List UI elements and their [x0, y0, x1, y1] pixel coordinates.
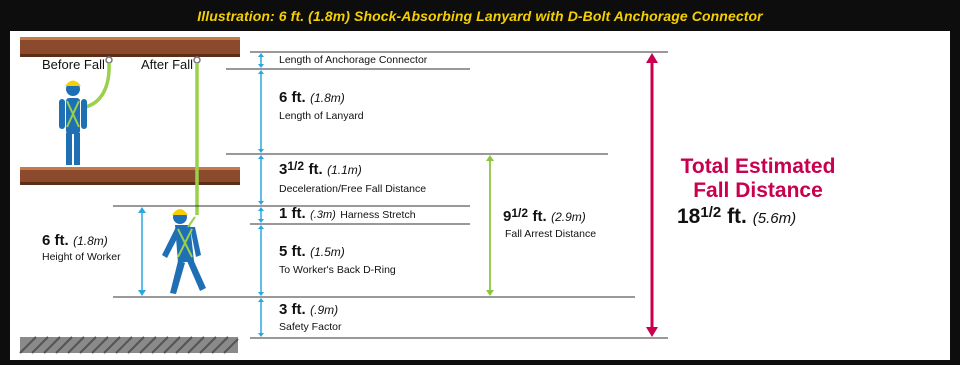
total-title-line2: Fall Distance: [693, 179, 823, 202]
ground-hatch: [19, 336, 239, 354]
fall-arrest-whole: 9: [503, 208, 512, 225]
fall-diagram-graphics: [19, 37, 668, 354]
total-value: 181/2 ft. (5.6m): [677, 204, 797, 229]
diagram-title: Illustration: 6 ft. (1.8m) Shock-Absorbi…: [197, 8, 763, 24]
fall-arrest-arrow: [486, 155, 494, 296]
before-fall-label: Before Fall: [42, 57, 105, 72]
deceleration-unit: ft.: [308, 161, 323, 178]
total-unit: ft.: [727, 205, 747, 228]
deceleration-value: 31/2 ft. (1.1m): [279, 159, 362, 179]
lanyard-metric: (1.8m): [310, 91, 345, 105]
deceleration-metric: (1.1m): [327, 163, 362, 177]
lanyard-label: Length of Lanyard: [279, 110, 364, 122]
worker-height-arrow: [138, 207, 146, 296]
fall-arrest-fraction: 1/2: [511, 206, 529, 220]
deceleration-fraction: 1/2: [287, 159, 305, 173]
total-distance-arrow: [646, 53, 658, 337]
back-d-ring-label: To Worker's Back D-Ring: [279, 264, 396, 276]
fall-arrest-metric: (2.9m): [551, 210, 586, 224]
safety-ft: 3 ft.: [279, 301, 306, 318]
anchor-before: [105, 56, 113, 64]
total-whole: 18: [677, 205, 701, 228]
worker-height-label: Height of Worker: [42, 251, 121, 263]
lanyard-value: 6 ft. (1.8m): [279, 89, 345, 107]
worker-after-icon: [162, 209, 206, 294]
anchorage-label: Length of Anchorage Connector: [279, 54, 428, 66]
safety-label: Safety Factor: [279, 321, 342, 333]
back-d-ring-ft: 5 ft.: [279, 243, 306, 260]
total-title: Total Estimated Fall Distance: [668, 155, 848, 203]
fall-arrest-unit: ft.: [532, 208, 547, 225]
worker-height-value: 6 ft. (1.8m): [42, 232, 108, 250]
fall-arrest-label: Fall Arrest Distance: [505, 228, 597, 240]
fall-arrest-value: 91/2 ft. (2.9m): [503, 206, 586, 226]
back-d-ring-metric: (1.5m): [310, 245, 345, 259]
harness-ft: 1 ft.: [279, 205, 306, 222]
deceleration-label: Deceleration/Free Fall Distance: [279, 183, 427, 195]
harness-label: Harness Stretch: [340, 209, 416, 221]
deceleration-whole: 3: [279, 161, 288, 178]
after-fall-label: After Fall: [141, 57, 194, 72]
segment-arrows: [258, 53, 264, 337]
top-beam: [20, 37, 240, 57]
harness-metric: (.3m): [310, 209, 336, 221]
harness-row: 1 ft. (.3m) Harness Stretch: [279, 205, 416, 223]
lanyard-before: [84, 62, 111, 109]
worker-height-metric: (1.8m): [73, 234, 108, 248]
middle-beam: [20, 167, 240, 185]
diagram-panel: Before Fall After Fall 6 ft. (1.8m) Heig…: [10, 31, 950, 360]
back-d-ring-value: 5 ft. (1.5m): [279, 243, 345, 261]
worker-before-icon: [59, 80, 87, 165]
safety-metric: (.9m): [310, 303, 339, 317]
total-fraction: 1/2: [700, 204, 722, 221]
total-title-line1: Total Estimated: [680, 155, 836, 178]
total-metric: (5.6m): [752, 210, 797, 227]
safety-value: 3 ft. (.9m): [279, 301, 338, 319]
worker-height-ft: 6 ft.: [42, 232, 69, 249]
lanyard-ft: 6 ft.: [279, 89, 306, 106]
anchor-after: [193, 56, 201, 64]
